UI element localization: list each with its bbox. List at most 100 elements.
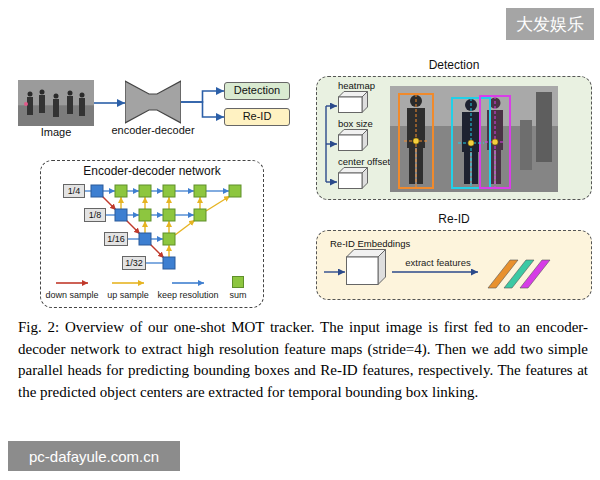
keep-resolution-arrow: [151, 214, 163, 215]
watermark: pc-dafayule.com.cn: [8, 441, 180, 471]
sum-block: [139, 185, 151, 197]
reid-panel: Re-IDRe-ID Embeddings: [316, 230, 592, 300]
detection-photo: [490, 98, 501, 109]
cuboid-side: [362, 168, 368, 189]
node-text: Re-ID Embeddings: [330, 238, 410, 249]
keep-resolution-arrow: [175, 214, 194, 215]
head-bracket: [326, 143, 337, 144]
node-text: Re-ID: [243, 110, 272, 123]
detection-photo: [472, 152, 478, 184]
cuboid-shape: [338, 167, 368, 189]
down-sample-arrow: [102, 196, 116, 210]
bounding-box: [399, 94, 433, 188]
photo-person: [53, 99, 59, 117]
conv-block: [139, 233, 151, 245]
detection-photo: [462, 112, 480, 152]
node-text: box size: [338, 118, 373, 129]
head-box: Detection: [224, 82, 290, 100]
up-sample-arrow: [168, 221, 169, 233]
sum-block: [163, 209, 175, 221]
center-point: [413, 138, 419, 144]
node-text: Re-ID: [317, 212, 591, 226]
center-point: [413, 138, 498, 146]
photo-person: [80, 93, 85, 98]
cuboid-shape: [346, 249, 386, 285]
scale-link: [146, 262, 163, 263]
center-line: [458, 143, 484, 144]
detection-photo: [487, 110, 503, 150]
up-sample-arrow: [168, 197, 169, 209]
output-map: box size: [338, 118, 398, 154]
cuboid-front: [339, 97, 363, 113]
output-map: heatmap: [338, 80, 398, 116]
detection-photo: [390, 86, 558, 192]
down-sample-arrow: [126, 220, 140, 234]
extract-arrow: [392, 271, 478, 272]
detection-photo: [489, 150, 494, 184]
cuboid-shape: [338, 91, 368, 113]
keep-resolution-arrow: [151, 190, 163, 191]
node-text: 1/4: [68, 186, 81, 197]
flow-arrow: [181, 102, 224, 117]
up-sample-arrow: [120, 197, 121, 209]
detection-photo: [390, 86, 558, 126]
scale-link: [106, 214, 115, 215]
center-line: [495, 96, 496, 188]
cuboid-side: [362, 92, 368, 113]
scale-box: 1/4: [63, 184, 85, 198]
scale-link: [85, 190, 91, 191]
sum-block: [194, 185, 206, 197]
photo-person: [68, 91, 73, 96]
cuboid-side: [378, 250, 386, 285]
encoder-network-art: [56, 185, 241, 283]
photo-person: [39, 95, 45, 113]
scale-box: 1/8: [84, 208, 106, 222]
detection-photo: [417, 148, 423, 184]
center-line: [471, 98, 472, 188]
cuboid-front: [339, 173, 363, 189]
head-bracket: [325, 106, 326, 182]
center-line: [416, 94, 417, 188]
down-sample-arrow: [150, 244, 164, 258]
keep-resolution-arrow: [206, 190, 229, 191]
center-line: [404, 94, 505, 188]
head-bracket: [326, 105, 337, 106]
detection-photo: [536, 92, 552, 162]
detection-photo: [410, 95, 422, 107]
cuboid-front: [339, 135, 363, 151]
up-sample-arrow: [144, 221, 145, 233]
detection-photo: [409, 148, 415, 184]
center-line: [485, 142, 505, 143]
embedding-map: Re-ID Embeddings: [330, 238, 422, 288]
feature-vector: [488, 260, 518, 288]
detection-photo: [520, 120, 532, 170]
up-sample-arrow: [175, 220, 195, 235]
detection-panel: Detectionheatmapbox sizecenter offset: [316, 76, 592, 200]
keep-resolution-arrow: [175, 190, 194, 191]
keep-resolution-arrow: [103, 190, 115, 191]
node-text: 1/8: [89, 210, 102, 221]
conv-block: [115, 209, 127, 221]
hourglass-shape: [125, 80, 181, 124]
hourglass-outline: [125, 81, 181, 123]
photo-person: [40, 90, 45, 95]
node-text: Detection: [234, 84, 280, 97]
photo-person: [27, 97, 33, 115]
watermark: 大发娱乐: [506, 8, 594, 40]
scale-link: [85, 191, 163, 263]
bounding-box: [452, 98, 490, 188]
scale-link: [128, 238, 139, 239]
node-text: Encoder-decoder network: [83, 164, 220, 178]
node-text: encoder-decoder: [111, 124, 194, 137]
cuboid-side: [362, 130, 368, 151]
scale-box: 1/16: [104, 232, 128, 246]
detection-photo: [390, 86, 558, 192]
keep-resolution-arrow: [103, 191, 229, 239]
detection-photo: [407, 108, 425, 148]
up-sample-arrow: [199, 197, 200, 209]
up-sample-arrow: [144, 197, 145, 209]
feature-vector: [504, 260, 534, 288]
sum-block: [163, 233, 175, 245]
node-text: 1/16: [107, 234, 125, 245]
photo-shape: [18, 80, 94, 126]
